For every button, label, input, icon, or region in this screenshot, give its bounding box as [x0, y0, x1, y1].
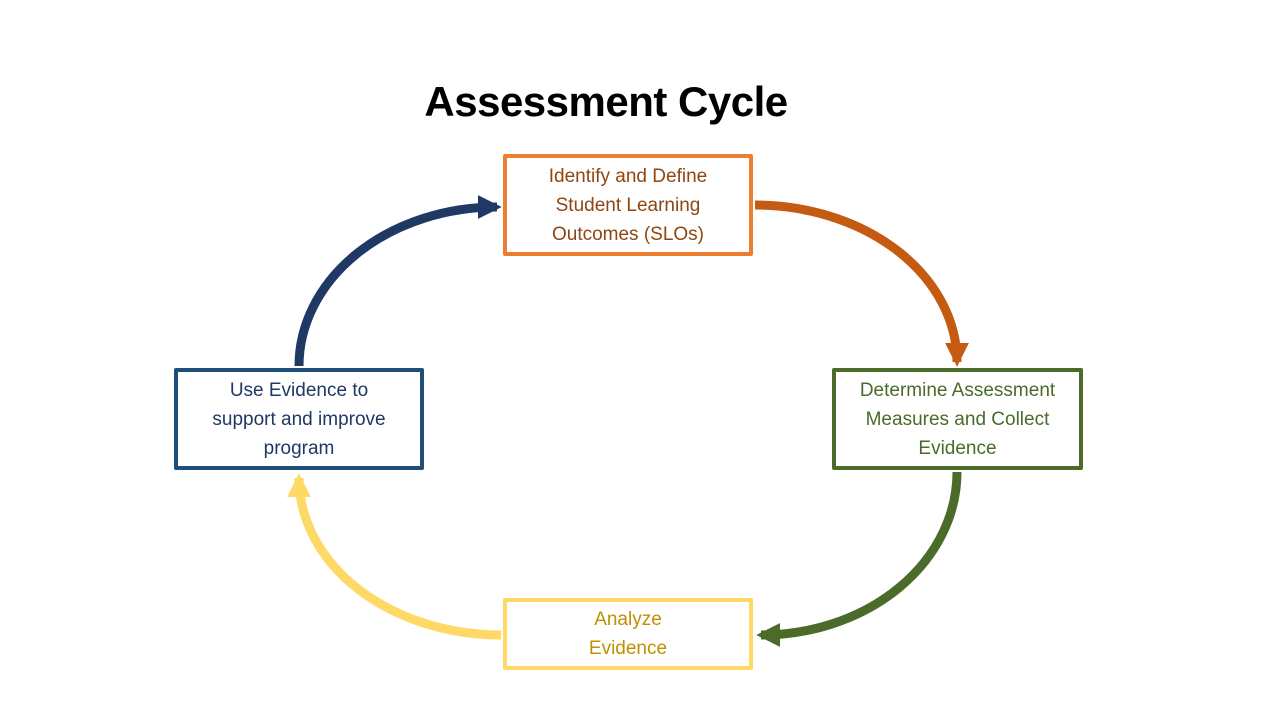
- diagram-title: Assessment Cycle: [424, 78, 788, 126]
- node-determine-measures-label: Determine Assessment Measures and Collec…: [859, 379, 1056, 459]
- arrow-determine-to-analyze: [756, 471, 962, 647]
- arrow-use-to-identify: [294, 195, 502, 367]
- node-use-evidence: Use Evidence to support and improve prog…: [174, 368, 424, 470]
- arrow-identify-to-determine: [754, 200, 969, 367]
- node-determine-measures: Determine Assessment Measures and Collec…: [832, 368, 1083, 470]
- arrow-analyze-to-use: [287, 473, 502, 640]
- node-analyze-evidence: Analyze Evidence: [503, 598, 753, 670]
- node-identify-slos: Identify and Define Student Learning Out…: [503, 154, 753, 256]
- node-use-evidence-label: Use Evidence to support and improve prog…: [212, 379, 386, 459]
- node-analyze-evidence-label: Analyze Evidence: [588, 609, 668, 659]
- node-identify-slos-label: Identify and Define Student Learning Out…: [548, 165, 708, 245]
